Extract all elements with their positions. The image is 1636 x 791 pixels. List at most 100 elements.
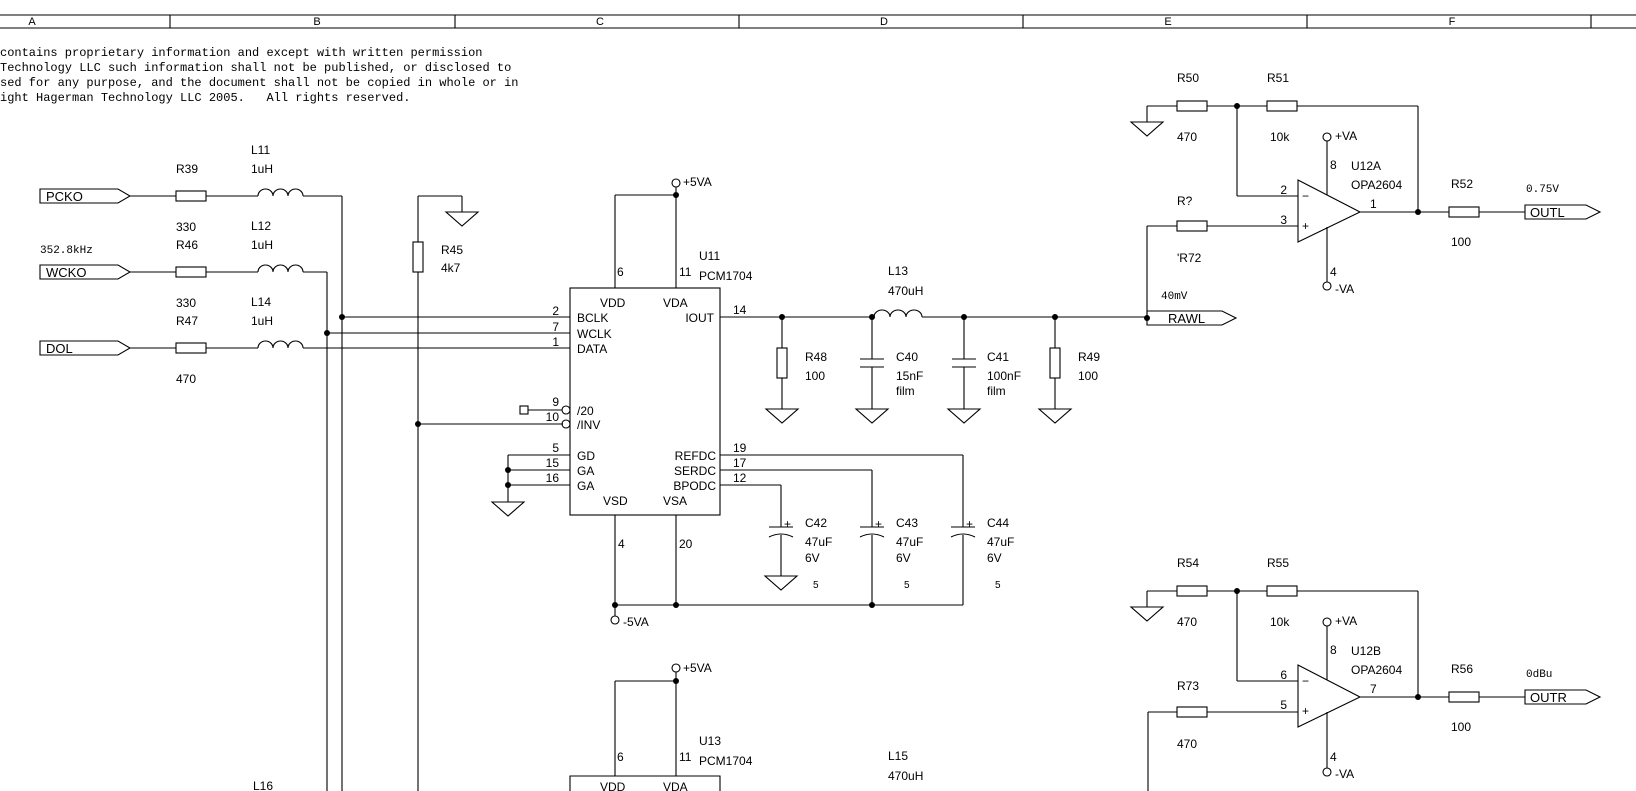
ground-r48: [764, 408, 800, 424]
value-c40: 15nF: [896, 369, 923, 383]
value-l15: 470uH: [888, 769, 923, 783]
pin-num-div20: 9: [552, 395, 559, 409]
notice-line-4: ight Hagerman Technology LLC 2005. All r…: [0, 91, 410, 105]
sign-plus-u12b: +: [1302, 704, 1309, 718]
rail-label-5va-u13: +5VA: [683, 661, 712, 675]
rail-neg-va-u12a: [1322, 281, 1332, 291]
tie-high-box: [519, 405, 529, 415]
value-r45: 4k7: [441, 261, 461, 275]
zone-label-f: F: [1449, 16, 1456, 28]
ref-r50: R50: [1177, 71, 1199, 85]
ground-c40: [854, 408, 890, 424]
pin-name-div20: /20: [577, 404, 594, 418]
ref-l16: L16: [253, 779, 273, 791]
value-r47: 470: [176, 372, 196, 386]
pkg-c44: 5: [995, 580, 1001, 591]
frame-border: [0, 14, 1636, 29]
value-r46: 330: [176, 296, 196, 310]
resistor-r39: [175, 190, 207, 202]
value-l11: 1uH: [251, 162, 273, 176]
net-note-outr: 0dBu: [1526, 669, 1552, 681]
pin-num-vdd: 6: [617, 265, 624, 279]
zone-label-d: D: [880, 16, 888, 28]
pin-num-vda: 11: [679, 265, 692, 279]
rail-label-pos-va-u12b: +VA: [1335, 614, 1357, 628]
opamp-u12b: [1297, 664, 1362, 728]
resistor-r54: [1176, 585, 1208, 597]
ref-c43: C43: [896, 516, 918, 530]
rail-label-neg-va-u12b: -VA: [1335, 767, 1354, 781]
ref-c42: C42: [805, 516, 827, 530]
pin-num-u13-vda: 11: [679, 750, 692, 764]
pin-num-bpodc: 12: [733, 471, 747, 485]
ref-r55: R55: [1267, 556, 1289, 570]
ref-r56: R56: [1451, 662, 1473, 676]
rail-neg-va-u12b: [1322, 767, 1332, 777]
port-label-outr: OUTR: [1530, 690, 1567, 705]
pol-c42: +: [784, 517, 791, 531]
pin-num-data: 1: [552, 335, 559, 349]
ref-r39: R39: [176, 162, 198, 176]
pin-vneg-u12a: 4: [1330, 265, 1337, 279]
value-c42: 47uF: [805, 535, 832, 549]
value-r54: 470: [1177, 615, 1197, 629]
rail-label-neg-5va: -5VA: [623, 615, 649, 629]
pin-name-ga2: GA: [577, 479, 594, 493]
pin-num-inv: 10: [546, 410, 560, 424]
pin-name-refdc: REFDC: [675, 449, 717, 463]
port-dol: [39, 340, 132, 356]
inductor-l13: [873, 309, 923, 318]
pin-num-vsa: 20: [679, 537, 693, 551]
resistor-r55: [1266, 585, 1298, 597]
cap-c44: [950, 526, 976, 538]
ref-c40: C40: [896, 350, 918, 364]
cap-c43: [859, 526, 885, 538]
resistor-r-unknown: [1176, 220, 1208, 232]
port-outl: [1524, 204, 1602, 220]
value-l12: 1uH: [251, 238, 273, 252]
zone-label-c: C: [596, 16, 604, 28]
resistor-r52: [1448, 206, 1480, 218]
ref-r73: R73: [1177, 679, 1199, 693]
zone-label-a: A: [28, 16, 36, 28]
resistor-r49: [1049, 347, 1061, 379]
resistor-r51: [1266, 100, 1298, 112]
pin-num-serdc: 17: [733, 456, 747, 470]
ref-r45: R45: [441, 243, 463, 257]
port-pcko: [39, 188, 132, 204]
ref-r-unknown: R?: [1177, 194, 1193, 208]
ref-r46: R46: [176, 238, 198, 252]
ref-u12a: U12A: [1351, 159, 1381, 173]
pin-name-iout: IOUT: [685, 311, 714, 325]
ref-r54: R54: [1177, 556, 1199, 570]
resistor-r46: [175, 266, 207, 278]
pin-vneg-u12b: 4: [1330, 750, 1337, 764]
net-note-outl: 0.75V: [1526, 184, 1559, 196]
value-r-unknown: 'R72: [1177, 251, 1202, 265]
pin-name-vsd: VSD: [603, 494, 628, 508]
pin-num-ga2: 16: [546, 471, 560, 485]
pin-num-vsd: 4: [618, 537, 625, 551]
value-r48: 100: [805, 369, 825, 383]
port-label-dol: DOL: [46, 341, 73, 356]
ic-u11: [569, 287, 721, 516]
value-r39: 330: [176, 220, 196, 234]
pin-minus-u12b: 6: [1280, 668, 1287, 682]
ref-u13: U13: [699, 734, 721, 748]
pin-name-vda: VDA: [663, 296, 688, 310]
rail-5va-u13: [671, 663, 681, 673]
pin-out-u12a: 1: [1370, 197, 1377, 211]
ground-r54: [1129, 606, 1165, 622]
ref-r51: R51: [1267, 71, 1289, 85]
ref-u12b: U12B: [1351, 644, 1381, 658]
resistor-r45: [412, 241, 424, 273]
port-label-outl: OUTL: [1530, 205, 1565, 220]
note-c40: film: [896, 384, 915, 398]
rail-label-pos-va-u12a: +VA: [1335, 129, 1357, 143]
port-label-wcko: WCKO: [46, 265, 86, 280]
junction-dots: [324, 103, 1421, 700]
zone-label-e: E: [1164, 16, 1171, 28]
ground-r50: [1129, 121, 1165, 137]
ref-l11: L11: [251, 143, 270, 157]
